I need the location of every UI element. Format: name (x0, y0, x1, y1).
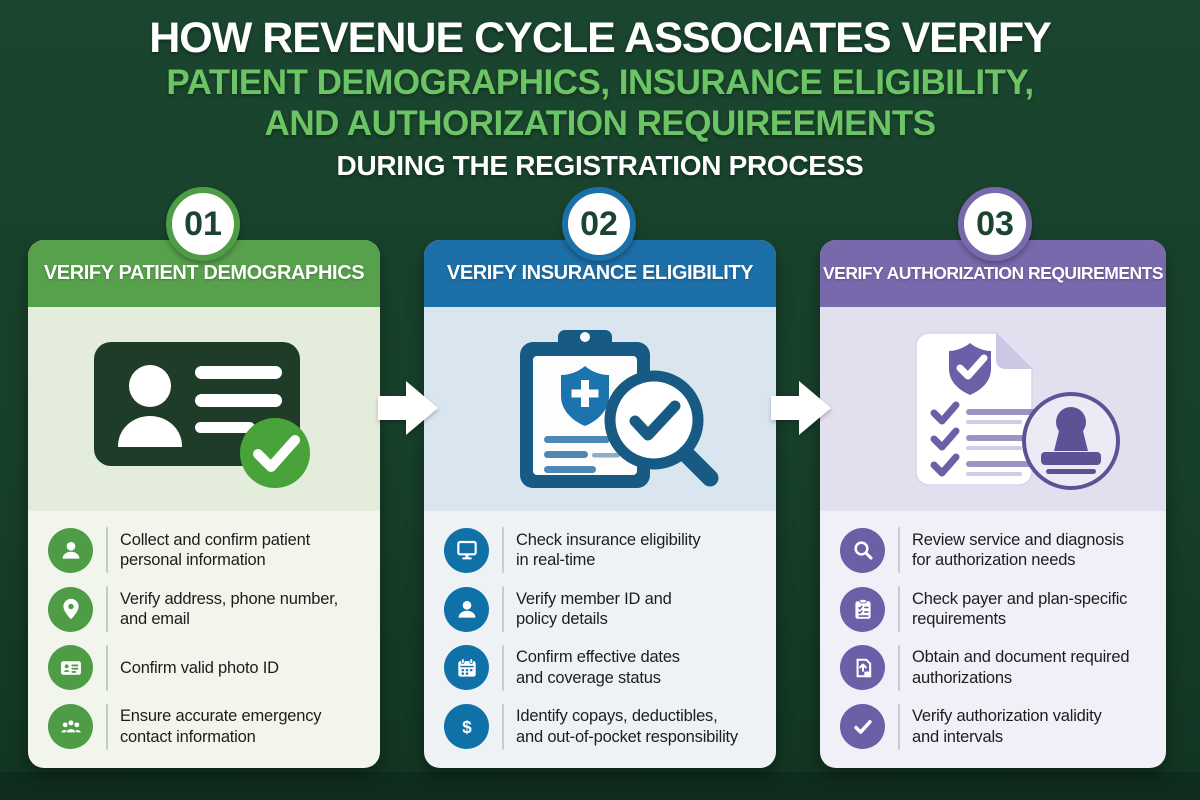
bullet-text: Check payer and plan-specific requiremen… (912, 589, 1128, 629)
list-item: Verify address, phone number, and email (48, 586, 366, 633)
list-item: $ Identify copays, deductibles, and out-… (444, 703, 762, 750)
monitor-icon (444, 527, 489, 573)
divider (898, 527, 900, 574)
title-block: HOW REVENUE CYCLE ASSOCIATES VERIFY PATI… (0, 14, 1200, 182)
bullet-text: Collect and confirm patient personal inf… (120, 530, 310, 570)
divider (502, 527, 504, 574)
step-3-title: VERIFY AUTHORIZATION REQUIREMENTS (820, 240, 1166, 307)
divider (106, 527, 108, 574)
divider (106, 644, 108, 691)
list-item: Check insurance eligibility in real-time (444, 527, 762, 574)
bullet-text: Verify authorization validity and interv… (912, 707, 1102, 746)
bullet-text: Confirm valid photo ID (120, 658, 279, 677)
step-1-illustration (28, 307, 380, 511)
step-3-panel: VERIFY AUTHORIZATION REQUIREMENTS (820, 240, 1166, 768)
title-line-2: PATIENT DEMOGRAPHICS, INSURANCE ELIGIBIL… (166, 63, 1034, 103)
step-1-bullet-list: Collect and confirm patient personal inf… (28, 511, 380, 768)
list-item: Confirm effective dates and coverage sta… (444, 644, 762, 691)
step-3-bullet-list: Review service and diagnosis for authori… (820, 511, 1166, 768)
divider (502, 703, 504, 750)
step-1-number-badge: 01 (166, 187, 240, 261)
clipboard-magnifier-illustration (520, 330, 719, 488)
divider (502, 586, 504, 633)
divider (898, 703, 900, 750)
list-item: Review service and diagnosis for authori… (840, 527, 1152, 574)
location-pin-icon (48, 586, 93, 632)
divider (502, 644, 504, 691)
step-2-bullet-list: Check insurance eligibility in real-time… (424, 511, 776, 768)
bullet-text: Confirm effective dates and coverage sta… (516, 648, 680, 687)
bullet-text: Identify copays, deductibles, and out-of… (516, 707, 738, 746)
list-item: Collect and confirm patient personal inf… (48, 527, 366, 574)
step-3-illustration (820, 307, 1166, 511)
title-line-1: HOW REVENUE CYCLE ASSOCIATES VERIFY (149, 14, 1052, 62)
calendar-icon (444, 645, 489, 691)
id-card-illustration (94, 342, 310, 488)
step-1-panel: VERIFY PATIENT DEMOGRAPHICS Collect and … (28, 240, 380, 768)
id-card-icon (48, 645, 93, 691)
magnifier-icon (840, 527, 885, 573)
checklist-icon (840, 586, 885, 632)
bullet-text: Check insurance eligibility in real-time (516, 530, 701, 570)
list-item: Obtain and document required authorizati… (840, 644, 1152, 691)
bullet-text: Verify address, phone number, and email (120, 589, 339, 629)
bottom-shade-band (0, 772, 1200, 800)
user-icon (48, 527, 93, 573)
list-item: Check payer and plan-specific requiremen… (840, 586, 1152, 633)
document-upload-icon (840, 645, 885, 691)
list-item: Ensure accurate emergency contact inform… (48, 703, 366, 750)
people-group-icon (48, 704, 93, 750)
step-3-number-badge: 03 (958, 187, 1032, 261)
title-line-4: DURING THE REGISTRATION PROCESS (336, 149, 864, 181)
divider (898, 586, 900, 633)
step-2-panel: VERIFY INSURANCE ELIGIBILITY (424, 240, 776, 768)
title-line-3: AND AUTHORIZATION REQUIREEMENTS (264, 104, 936, 144)
list-item: Confirm valid photo ID (48, 644, 366, 691)
dollar-icon: $ (444, 704, 489, 750)
divider (106, 586, 108, 633)
flow-arrow-right-icon (378, 371, 438, 448)
document-stamp-illustration (915, 332, 1120, 490)
bullet-text: Review service and diagnosis for authori… (912, 530, 1124, 570)
check-icon (840, 704, 885, 750)
step-2-number-badge: 02 (562, 187, 636, 261)
step-2-illustration (424, 307, 776, 511)
divider (898, 644, 900, 691)
bullet-text: Verify member ID and policy details (516, 589, 672, 629)
bullet-text: Obtain and document required authorizati… (912, 648, 1130, 687)
svg-text:$: $ (462, 716, 472, 736)
divider (106, 703, 108, 750)
flow-arrow-right-icon (771, 371, 831, 448)
user-icon (444, 586, 489, 632)
list-item: Verify authorization validity and interv… (840, 703, 1152, 750)
list-item: Verify member ID and policy details (444, 586, 762, 633)
bullet-text: Ensure accurate emergency contact inform… (120, 707, 322, 746)
